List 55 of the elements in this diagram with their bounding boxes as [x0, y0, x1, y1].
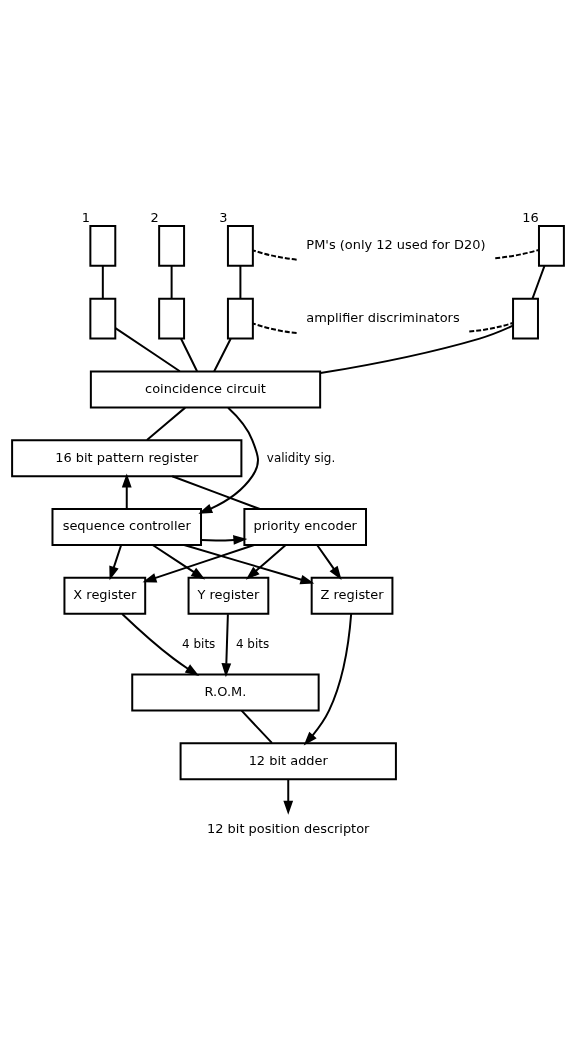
node-text: 12 bit position descriptor — [207, 821, 370, 837]
connector — [180, 337, 199, 373]
connector — [145, 406, 187, 442]
connector — [468, 322, 514, 333]
edge-label: 4 bits — [182, 636, 216, 651]
connector — [213, 337, 232, 373]
node-box — [537, 224, 565, 267]
node-label: 3 — [219, 210, 228, 226]
node-box: Y register — [187, 576, 270, 615]
node-box — [158, 297, 186, 340]
arrow — [121, 473, 132, 510]
connector — [240, 709, 273, 744]
connector — [319, 324, 514, 375]
node-text: PM's (only 12 used for D20) — [306, 237, 486, 253]
node-box: coincidence circuit — [89, 370, 322, 409]
node-box — [89, 297, 117, 340]
connector — [114, 327, 181, 373]
connector — [101, 264, 104, 300]
edge-label: validity sig. — [266, 450, 336, 465]
node-box: 12 bit adder — [179, 742, 397, 781]
arrow — [303, 612, 353, 746]
connector — [171, 475, 261, 510]
arrow — [200, 535, 248, 545]
connector — [531, 264, 546, 300]
node-label: 2 — [150, 210, 159, 226]
connector — [239, 264, 242, 300]
arrow — [121, 612, 200, 677]
node-box — [226, 297, 254, 340]
edge-label: 4 bits — [235, 636, 270, 651]
node-label: 1 — [81, 210, 90, 226]
arrow — [283, 778, 294, 815]
connector — [251, 322, 298, 334]
arrow — [151, 544, 206, 580]
connector — [252, 249, 298, 261]
node-box — [512, 297, 539, 340]
node-box — [158, 224, 186, 267]
node-box: 16 bit pattern register — [11, 439, 243, 478]
arrow — [109, 544, 123, 581]
arrow — [183, 544, 315, 585]
connector — [494, 248, 540, 260]
node-box — [89, 224, 117, 267]
arrow — [142, 544, 256, 583]
arrow — [245, 544, 287, 580]
node-box: X register — [63, 576, 147, 615]
node-box: priority encoder — [243, 508, 367, 546]
arrow — [316, 544, 342, 580]
node-box: R.O.M. — [131, 673, 320, 712]
node-label: 16 — [522, 210, 539, 226]
node-box: Z register — [310, 576, 394, 615]
node-text: amplifier discriminators — [306, 310, 460, 326]
arrow — [221, 613, 232, 678]
node-box: sequence controller — [51, 508, 202, 546]
connector — [170, 264, 173, 300]
arrow — [198, 406, 259, 514]
node-box — [226, 224, 254, 267]
